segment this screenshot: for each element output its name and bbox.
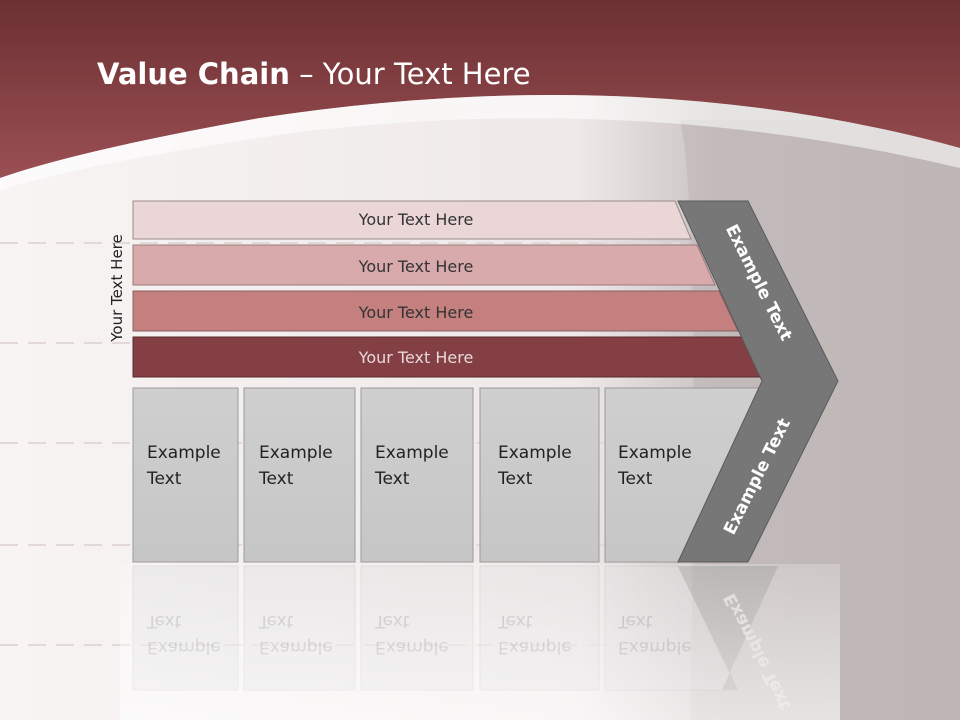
box-4-line2: Text — [497, 469, 533, 489]
header-band — [0, 0, 960, 178]
box-3-line2: Text — [374, 469, 410, 489]
bar-1-label: Your Text Here — [358, 210, 474, 229]
bars-group: Your Text Here Your Text Here Your Text … — [132, 200, 763, 378]
box-1-line1: Example — [147, 443, 221, 463]
header-swoosh — [0, 94, 960, 190]
reflection-fade — [120, 564, 840, 720]
title-rest: – Your Text Here — [290, 57, 531, 91]
bar-3-label: Your Text Here — [358, 303, 474, 322]
slide-title: Value Chain – Your Text Here — [97, 57, 531, 91]
bar-4: Your Text Here — [132, 336, 763, 378]
bar-2: Your Text Here — [132, 244, 716, 286]
bar-2-label: Your Text Here — [358, 257, 474, 276]
bar-4-label: Your Text Here — [358, 348, 474, 367]
box-1-line2: Text — [146, 469, 182, 489]
side-label: Your Text Here — [108, 234, 126, 342]
box-4-line1: Example — [498, 443, 572, 463]
box-5-line1: Example — [618, 443, 692, 463]
bar-1: Your Text Here — [132, 200, 692, 240]
box-5-line2: Text — [617, 469, 653, 489]
title-bold: Value Chain — [97, 57, 290, 91]
bar-3: Your Text Here — [132, 290, 739, 332]
box-3-line1: Example — [375, 443, 449, 463]
box-2-line1: Example — [259, 443, 333, 463]
box-2-line2: Text — [258, 469, 294, 489]
